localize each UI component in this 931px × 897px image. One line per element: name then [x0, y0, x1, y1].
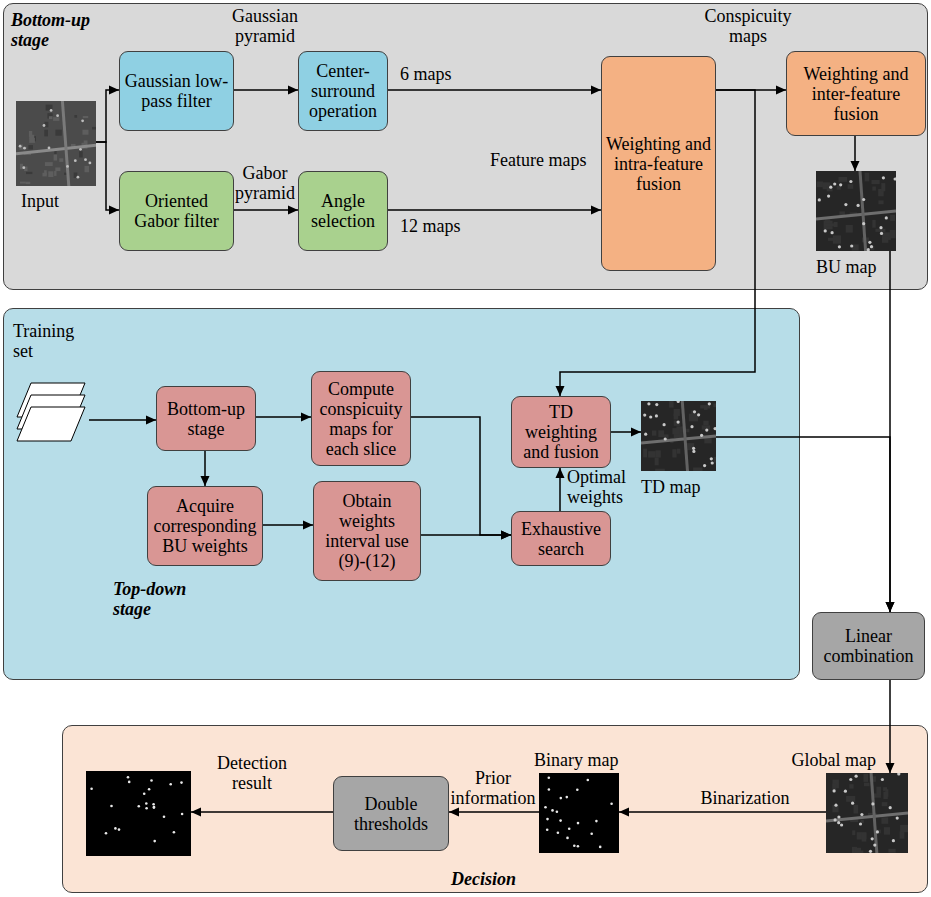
edge-label: 6 maps	[400, 64, 520, 84]
box-label: Double thresholds	[337, 794, 445, 834]
box-label: Linear combination	[816, 626, 921, 666]
box-label: Center-surround operation	[302, 61, 384, 121]
process-box: Angle selection	[298, 171, 388, 251]
image-thumbnail: Input	[16, 101, 96, 186]
image-illustration	[86, 771, 191, 856]
box-label: TD weighting and fusion	[515, 402, 607, 462]
box-label: Oriented Gabor filter	[123, 191, 230, 231]
process-box: Linear combination	[812, 612, 925, 680]
process-box: Double thresholds	[333, 776, 449, 851]
stage-heading: Bottom-up stage	[11, 10, 106, 50]
box-label: Weighting and inter-feature fusion	[790, 64, 922, 124]
edge-label: Optimal weights	[567, 467, 647, 507]
box-label: Weighting and intra-feature fusion	[605, 134, 712, 194]
image-illustration	[539, 773, 619, 853]
image-illustration	[826, 773, 908, 853]
image-caption: Detection result	[197, 753, 307, 793]
edge-label: Conspicuity maps	[700, 6, 796, 46]
process-box: Bottom-up stage	[156, 386, 256, 451]
box-label: Obtain weights interval use (9)-(12)	[317, 491, 417, 571]
edge-label: Gaussian pyramid	[229, 6, 301, 46]
box-label: Exhaustive search	[515, 519, 607, 559]
image-thumbnail: TD map	[641, 401, 716, 471]
image-thumbnail: Global map	[826, 773, 908, 853]
process-box: Gaussian low-pass filter	[119, 51, 234, 131]
process-box: TD weighting and fusion	[511, 396, 611, 468]
box-label: Acquire corresponding BU weights	[151, 496, 259, 556]
image-illustration	[816, 171, 896, 251]
box-label: Bottom-up stage	[160, 399, 252, 439]
image-thumbnail: Binary map	[539, 773, 619, 853]
image-caption: TD map	[641, 477, 721, 497]
stage-panel: Bottom-up stageInput Gaussian low-pass fi…	[3, 3, 928, 290]
edge-label: Prior information	[449, 768, 537, 808]
set-label: Training set	[13, 321, 89, 361]
image-illustration	[641, 401, 716, 471]
stage-panel: DecisionDetection resultDouble threshold…	[62, 725, 928, 893]
image-caption: Input	[21, 191, 91, 211]
image-illustration	[16, 101, 96, 186]
process-box: Compute conspicuity maps for each slice	[311, 371, 411, 466]
stage-heading: Decision	[451, 869, 571, 889]
process-box: Acquire corresponding BU weights	[147, 486, 263, 566]
annotation-label: Feature maps	[490, 150, 610, 170]
image-thumbnail: BU map	[816, 171, 896, 251]
box-label: Compute conspicuity maps for each slice	[315, 379, 407, 459]
process-box: Exhaustive search	[511, 511, 611, 566]
image-caption: BU map	[816, 257, 886, 277]
process-box: Weighting and intra-feature fusion	[601, 56, 716, 271]
process-box: Oriented Gabor filter	[119, 171, 234, 251]
process-box: Weighting and inter-feature fusion	[786, 51, 926, 136]
edge-label: 12 maps	[400, 216, 520, 236]
stage-heading: Top-down stage	[113, 579, 203, 619]
edge-label: Binarization	[680, 788, 810, 808]
process-box: Center-surround operation	[298, 51, 388, 131]
edge-label: Gabor pyramid	[233, 163, 297, 203]
stage-panel: Top-down stage Training setBottom-up stag…	[3, 308, 800, 680]
image-caption: Binary map	[534, 750, 634, 770]
image-caption: Global map	[761, 750, 876, 770]
training-set-stack: Training set	[13, 319, 89, 461]
process-box: Obtain weights interval use (9)-(12)	[313, 481, 421, 581]
image-thumbnail: Detection result	[86, 771, 191, 856]
box-label: Gaussian low-pass filter	[123, 71, 230, 111]
box-label: Angle selection	[302, 191, 384, 231]
